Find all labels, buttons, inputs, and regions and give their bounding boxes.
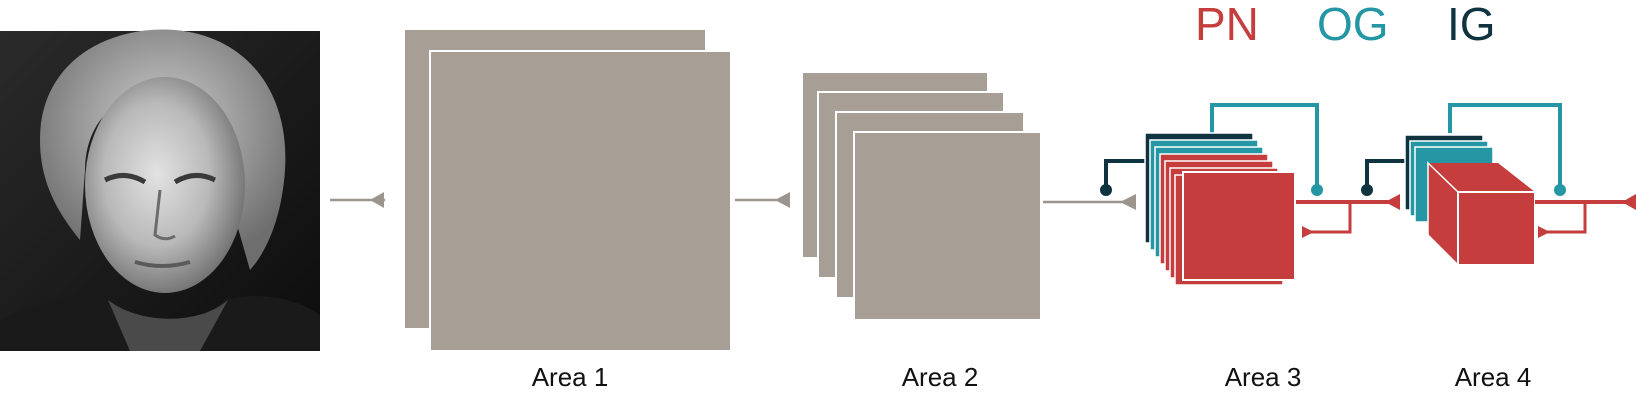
area-3-og-connection: [1210, 103, 1319, 190]
legend: PN OG IG: [1195, 0, 1496, 50]
area-3-pn-lateral-arrow: [1302, 226, 1314, 238]
portrait-face: [85, 77, 245, 293]
legend-pn: PN: [1195, 0, 1259, 50]
area-4-ig-node: [1361, 184, 1373, 196]
legend-og: OG: [1317, 0, 1389, 50]
portrait-nose: [153, 189, 176, 241]
area-4-ig-connection: [1365, 159, 1410, 190]
area-4-main-map: [1457, 191, 1536, 266]
area-4-pn-lateral-arrow: [1538, 226, 1550, 238]
connector-portrait-area1: [330, 192, 385, 208]
area-3-ig-node: [1100, 184, 1112, 196]
area-3-ig-connection: [1104, 159, 1148, 190]
portrait-collar: [108, 300, 228, 351]
area-2-map: [853, 131, 1042, 321]
area-4-label: Area 4: [1455, 362, 1532, 392]
area-labels: Area 1 Area 2 Area 3 Area 4: [532, 362, 1532, 392]
area-2-label: Area 2: [902, 362, 979, 392]
area-3-og-node: [1311, 184, 1323, 196]
connector-area2-area3: [1043, 194, 1136, 210]
legend-ig: IG: [1447, 0, 1496, 50]
area-3-label: Area 3: [1225, 362, 1302, 392]
area-1-label: Area 1: [532, 362, 609, 392]
portrait-left-eye: [103, 173, 147, 185]
area-4-og-node: [1554, 184, 1566, 196]
area-2-stack: [801, 71, 1042, 321]
area-3-block: [1100, 103, 1400, 286]
area-3-main-map: [1182, 171, 1296, 281]
connector-area1-area2: [735, 192, 790, 208]
area-1-stack: [405, 30, 732, 352]
area-1-map: [429, 50, 732, 352]
portrait-photo: [0, 29, 320, 351]
portrait-mouth: [134, 260, 191, 268]
area-4-block: [1361, 103, 1636, 267]
area-4-og-connection: [1448, 103, 1562, 190]
portrait-right-eye: [173, 173, 217, 185]
portrait-hair: [40, 29, 286, 270]
